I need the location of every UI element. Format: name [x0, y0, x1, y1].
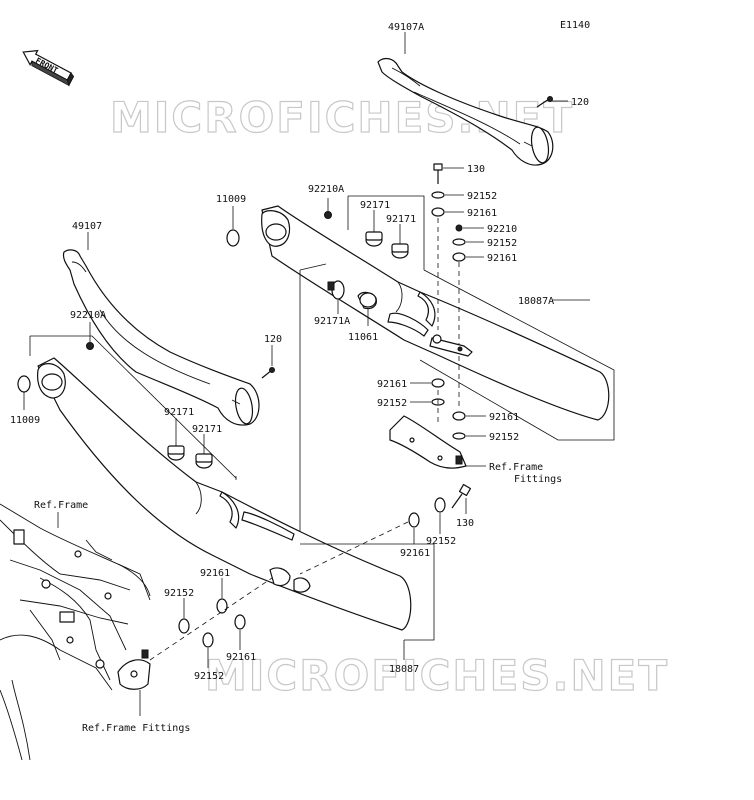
washer-92152-g [202, 632, 214, 648]
callout-18087: 18087 [389, 664, 419, 675]
callout-49107A: 49107A [388, 22, 424, 33]
ref-frame-label: Ref.Frame [34, 500, 88, 511]
grommet-92161-g [234, 614, 246, 630]
bolt-120-top [536, 96, 553, 108]
callout-92161-a: 92161 [467, 208, 497, 219]
frame-sketch [0, 503, 151, 761]
callout-92210A-left: 92210A [70, 310, 106, 321]
callout-92171-a: 92171 [360, 200, 390, 211]
callout-92210A-top: 92210A [308, 184, 344, 195]
ref-frame-fittings-bottom: Ref.Frame Fittings [82, 723, 190, 734]
clamp-92171-c [167, 445, 185, 461]
bolt-130-bottom [451, 483, 472, 509]
callout-92152-a: 92152 [467, 191, 497, 202]
grommet-92161-b [452, 252, 466, 262]
callout-92152-b: 92152 [487, 238, 517, 249]
callout-11061: 11061 [348, 332, 378, 343]
washer-92152-a [431, 191, 445, 199]
bolt-120-mid [261, 367, 275, 379]
grommet-92161-f [216, 598, 228, 614]
grommet-92161-e [408, 512, 420, 528]
callout-92161-e: 92161 [400, 548, 430, 559]
callout-92152-f: 92152 [164, 588, 194, 599]
callout-49107: 49107 [72, 221, 102, 232]
callout-120-top: 120 [571, 97, 589, 108]
muffler-18087A [261, 205, 610, 421]
grommet-92161-c [431, 378, 445, 388]
grommet-92161-d [452, 411, 466, 421]
callout-120-mid: 120 [264, 334, 282, 345]
callout-130-top: 130 [467, 164, 485, 175]
diagram-code: E1140 [560, 20, 590, 31]
callout-92152-e: 92152 [426, 536, 456, 547]
nut-92210 [455, 224, 463, 232]
gasket-11009-left [17, 375, 31, 393]
clamp-92171A [327, 280, 345, 300]
callout-92171A: 92171A [314, 316, 350, 327]
frame-bracket-right [389, 415, 467, 469]
nut-92210A-left [86, 342, 94, 350]
heat-shield-49107A [377, 57, 554, 166]
front-arrow-icon: FRONT [22, 49, 75, 87]
clamp-92171-b [391, 243, 409, 259]
bolt-130-top [433, 163, 443, 184]
washer-92152-d [452, 432, 466, 440]
washer-92152-b [452, 238, 466, 246]
callout-130-bottom: 130 [456, 518, 474, 529]
grommet-92161-a [431, 207, 445, 217]
callout-92152-d: 92152 [489, 432, 519, 443]
heat-shield-49107 [62, 249, 260, 426]
callout-92161-d: 92161 [489, 412, 519, 423]
callout-92171-b: 92171 [386, 214, 416, 225]
callout-18087A: 18087A [518, 296, 554, 307]
frame-bracket-bottom [117, 649, 151, 690]
nut-92210A-top [324, 211, 332, 219]
callout-92161-g: 92161 [226, 652, 256, 663]
gasket-11009-top [226, 229, 240, 247]
callout-92171-c: 92171 [164, 407, 194, 418]
ref-frame-fittings-right-line1: Ref.Frame [489, 462, 543, 473]
callout-92171-d: 92171 [192, 424, 222, 435]
ref-frame-fittings-right-line2: Fittings [514, 474, 562, 485]
clamp-92171-a [365, 231, 383, 247]
callout-92161-b: 92161 [487, 253, 517, 264]
clamp-92171-d [195, 453, 213, 469]
callout-92161-c: 92161 [377, 379, 407, 390]
washer-92152-e [434, 497, 446, 513]
callout-92161-f: 92161 [200, 568, 230, 579]
callout-11009-left: 11009 [10, 415, 40, 426]
washer-92152-f [178, 618, 190, 634]
muffler-18087 [37, 357, 412, 631]
callout-92152-g: 92152 [194, 671, 224, 682]
callout-92152-c: 92152 [377, 398, 407, 409]
sleeve-11061 [359, 292, 377, 308]
callout-11009-top: 11009 [216, 194, 246, 205]
callout-92210: 92210 [487, 224, 517, 235]
watermark-bottom: MICROFICHES.NET [205, 651, 669, 700]
